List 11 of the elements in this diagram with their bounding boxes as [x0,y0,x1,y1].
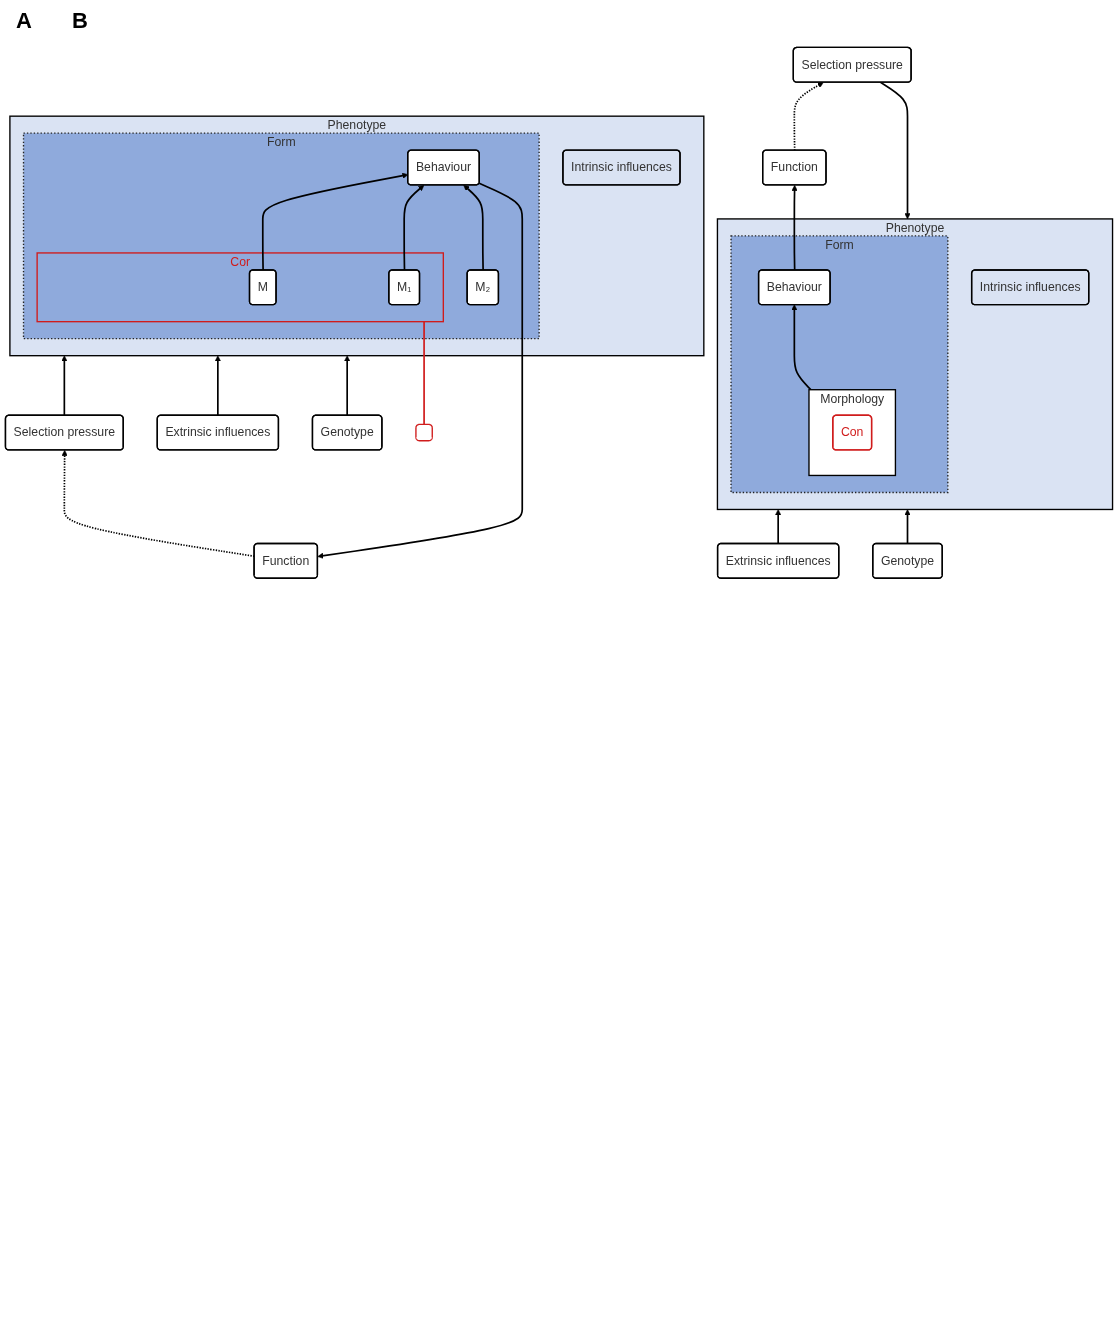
panel-letter: A [16,8,32,34]
arrow [61,355,68,417]
arrow [791,304,812,391]
panel-letter: B [71,8,88,34]
connector [423,320,425,426]
arrow [317,182,524,559]
arrow [344,355,351,417]
arrow [879,81,911,220]
arrow [214,355,221,417]
arrow [775,509,782,545]
arrow [904,509,911,545]
